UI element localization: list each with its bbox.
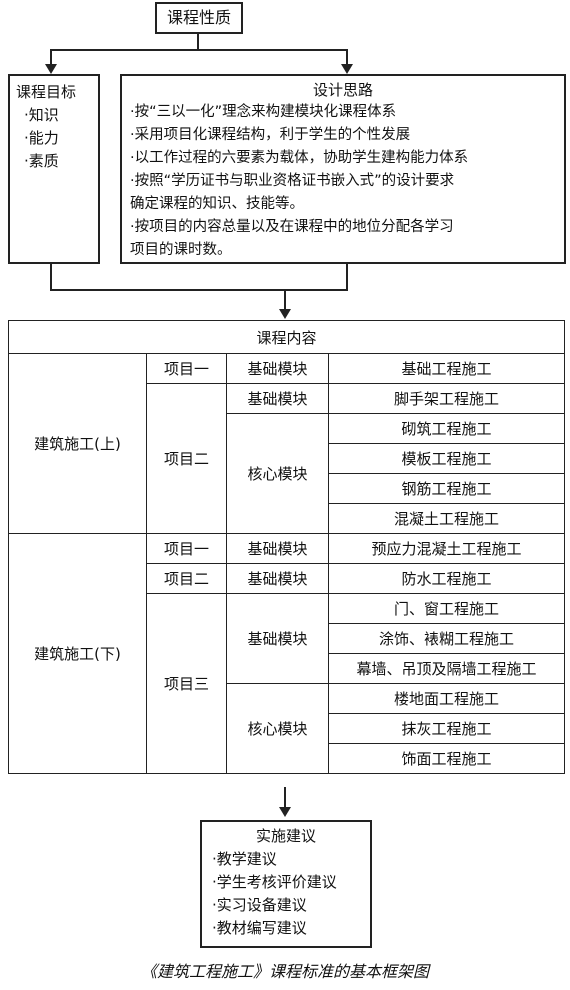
- module-label: 基础模块: [226, 383, 329, 414]
- list-item: ·能力: [24, 129, 59, 147]
- module-label: 基础模块: [226, 563, 329, 594]
- project-label: 项目一: [146, 533, 227, 564]
- task-cell: 防水工程施工: [327, 563, 566, 594]
- arrow-down-icon: [279, 309, 291, 319]
- list-item: 确定课程的知识、技能等。: [130, 196, 304, 212]
- course-goals-box: 课程目标 ·知识 ·能力 ·素质: [8, 74, 100, 264]
- course-nature-label: 课程性质: [166, 8, 231, 27]
- list-item: ·素质: [24, 152, 59, 170]
- arrow-down-icon: [341, 64, 353, 74]
- connector: [197, 34, 199, 50]
- course-goals-list: ·知识 ·能力 ·素质: [24, 104, 59, 173]
- list-item: ·学生考核评价建议: [212, 873, 337, 891]
- course-content-table: 课程内容 建筑施工(上) 项目一 基础模块 基础工程施工 项目二 基础模块 脚手…: [7, 320, 566, 774]
- connector: [284, 787, 286, 809]
- list-item: ·教材编写建议: [212, 919, 307, 937]
- task-cell: 钢筋工程施工: [327, 473, 566, 504]
- project-label: 项目二: [146, 563, 227, 594]
- list-item: ·知识: [24, 106, 59, 124]
- project-label: 项目二: [146, 383, 227, 534]
- task-cell: 砌筑工程施工: [327, 413, 566, 444]
- design-ideas-box: 设计思路 ·按“三以一化”理念来构建模块化课程体系 ·采用项目化课程结构，利于学…: [120, 74, 566, 264]
- course-lower-label: 建筑施工(下): [8, 533, 147, 774]
- task-cell: 基础工程施工: [327, 353, 566, 384]
- task-cell: 幕墙、吊顶及隔墙工程施工: [327, 653, 566, 684]
- arrow-down-icon: [45, 64, 57, 74]
- task-cell: 楼地面工程施工: [327, 683, 566, 714]
- list-item: ·采用项目化课程结构，利于学生的个性发展: [130, 127, 411, 143]
- project-label: 项目一: [146, 353, 227, 384]
- module-label: 基础模块: [226, 533, 329, 564]
- project-label: 项目三: [146, 593, 227, 774]
- connector: [50, 49, 52, 67]
- course-content-title: 课程内容: [7, 320, 566, 354]
- task-cell: 门、窗工程施工: [327, 593, 566, 624]
- design-ideas-title: 设计思路: [312, 81, 373, 99]
- connector: [284, 289, 286, 311]
- figure-caption: 《建筑工程施工》课程标准的基本框架图: [140, 962, 429, 981]
- connector: [50, 49, 348, 51]
- module-label: 基础模块: [226, 353, 329, 384]
- task-cell: 脚手架工程施工: [327, 383, 566, 414]
- list-item: ·按项目的内容总量以及在课程中的地位分配各学习: [130, 219, 454, 235]
- module-label: 基础模块: [226, 593, 329, 684]
- module-label: 核心模块: [226, 683, 329, 774]
- implementation-box: 实施建议 ·教学建议 ·学生考核评价建议 ·实习设备建议 ·教材编写建议: [200, 820, 372, 948]
- list-item: ·实习设备建议: [212, 896, 307, 914]
- implementation-title: 实施建议: [255, 827, 316, 845]
- list-item: ·以工作过程的六要素为载体，协助学生建构能力体系: [130, 150, 469, 166]
- connector: [50, 289, 348, 291]
- task-cell: 预应力混凝土工程施工: [327, 533, 566, 564]
- list-item: ·教学建议: [212, 850, 277, 868]
- course-nature-box: 课程性质: [155, 2, 243, 34]
- task-cell: 模板工程施工: [327, 443, 566, 474]
- list-item: ·按“三以一化”理念来构建模块化课程体系: [130, 104, 397, 120]
- implementation-list: ·教学建议 ·学生考核评价建议 ·实习设备建议 ·教材编写建议: [212, 848, 337, 940]
- connector: [50, 264, 52, 290]
- module-label: 核心模块: [226, 413, 329, 534]
- list-item: ·按照“学历证书与职业资格证书嵌入式”的设计要求: [130, 173, 455, 189]
- connector: [346, 264, 348, 290]
- list-item: 项目的课时数。: [130, 242, 232, 258]
- connector: [346, 49, 348, 67]
- course-goals-title: 课程目标: [16, 83, 77, 101]
- course-upper-label: 建筑施工(上): [8, 353, 147, 534]
- task-cell: 饰面工程施工: [327, 743, 566, 774]
- design-ideas-list: ·按“三以一化”理念来构建模块化课程体系 ·采用项目化课程结构，利于学生的个性发…: [130, 101, 468, 262]
- task-cell: 抹灰工程施工: [327, 713, 566, 744]
- arrow-down-icon: [279, 807, 291, 817]
- task-cell: 涂饰、裱糊工程施工: [327, 623, 566, 654]
- task-cell: 混凝土工程施工: [327, 503, 566, 534]
